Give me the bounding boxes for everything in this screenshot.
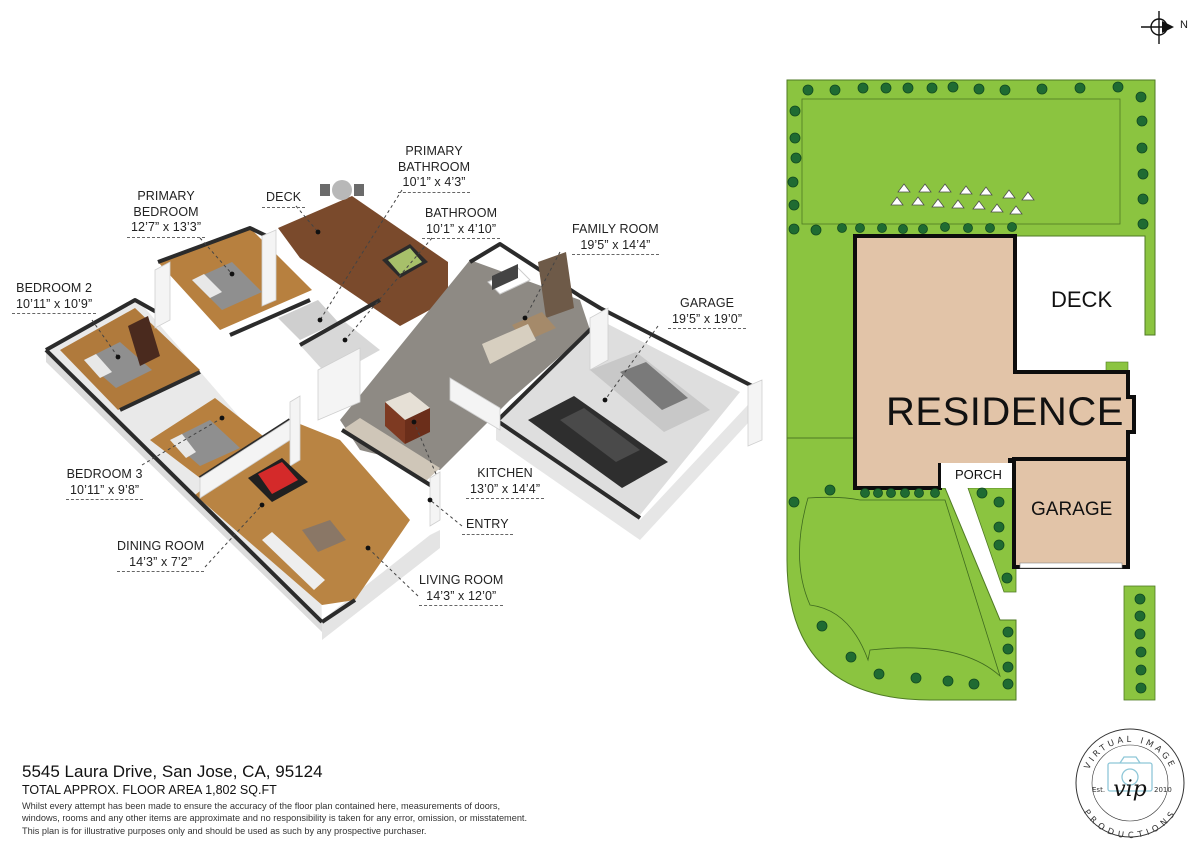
logo-monogram: vip [1113, 777, 1147, 802]
label-bedroom-2: BEDROOM 2 10’11” x 10’9” [12, 281, 97, 314]
north-arrow-icon: N [1138, 8, 1198, 46]
floor-area: TOTAL APPROX. FLOOR AREA 1,802 SQ.FT [22, 783, 277, 797]
leader-lines [91, 189, 659, 597]
label-family-room: FAMILY ROOM 19’5” x 14’4” [572, 222, 659, 255]
kitchen-counter [342, 418, 440, 482]
garage-floor [498, 320, 740, 515]
site-porch [941, 463, 1012, 488]
deck-floor [278, 196, 448, 326]
site-trees [787, 81, 1149, 694]
logo-est-label: Est. [1092, 786, 1105, 794]
site-lawn-bed [799, 496, 1001, 678]
north-label: N [1180, 19, 1188, 31]
family-sofa [482, 324, 536, 364]
site-label-porch: PORCH [955, 467, 1002, 482]
deck-table [382, 244, 428, 278]
vip-logo: VIRTUAL IMAGE PRODUCTIONS vip Est. 2010 [1068, 726, 1192, 841]
site-inner-lawn [801, 98, 1121, 225]
site-label-residence: RESIDENCE [886, 390, 1124, 434]
deck-patio-set [320, 180, 364, 200]
primary-bathroom-floor [278, 300, 338, 340]
beds [84, 262, 262, 466]
camera-icon [1107, 756, 1153, 792]
site-rocks [890, 183, 1035, 215]
wall-tops [44, 226, 761, 624]
living-coffee-table [302, 520, 346, 552]
label-bedroom-3: BEDROOM 3 10’11” x 9’8” [66, 467, 144, 500]
label-dining-room: DINING ROOM 14’3” x 7’2” [117, 539, 205, 572]
property-address: 5545 Laura Drive, San Jose, CA, 95124 [22, 762, 323, 781]
site-residence [853, 234, 1136, 490]
label-primary-bedroom: PRIMARY BEDROOM 12’7” x 13’3” [127, 189, 206, 238]
kitchen-island-side [385, 402, 405, 444]
dining-table [248, 458, 308, 502]
footer: 5545 Laura Drive, San Jose, CA, 95124 TO… [22, 762, 542, 837]
disclaimer: Whilst every attempt has been made to en… [22, 801, 528, 836]
label-entry: ENTRY [462, 517, 513, 535]
site-label-garage: GARAGE [1031, 499, 1113, 520]
site-right-strip [1123, 585, 1156, 701]
logo-est-year: 2010 [1154, 786, 1172, 794]
cars [528, 352, 710, 488]
label-kitchen: KITCHEN 13’0” x 14’4” [466, 466, 545, 499]
interior-walls [154, 229, 763, 527]
label-primary-bathroom: PRIMARY BATHROOM 10’1” x 4’3” [398, 144, 471, 193]
label-garage: GARAGE 19’5” x 19’0” [668, 296, 747, 329]
leader-dots [115, 229, 608, 551]
kitchen-island-front [405, 408, 430, 444]
label-bathroom: BATHROOM 10’1” x 4’10” [422, 206, 501, 239]
label-living-room: LIVING ROOM 14’3” x 12’0” [419, 573, 504, 606]
label-deck: DECK [262, 190, 306, 208]
tv [492, 264, 518, 290]
fireplace [538, 252, 574, 318]
site-label-deck: DECK [1051, 287, 1113, 312]
living-sofa [262, 532, 325, 590]
site-garage-door [1019, 562, 1123, 569]
kitchen-island [385, 392, 430, 420]
dresser [128, 316, 160, 366]
